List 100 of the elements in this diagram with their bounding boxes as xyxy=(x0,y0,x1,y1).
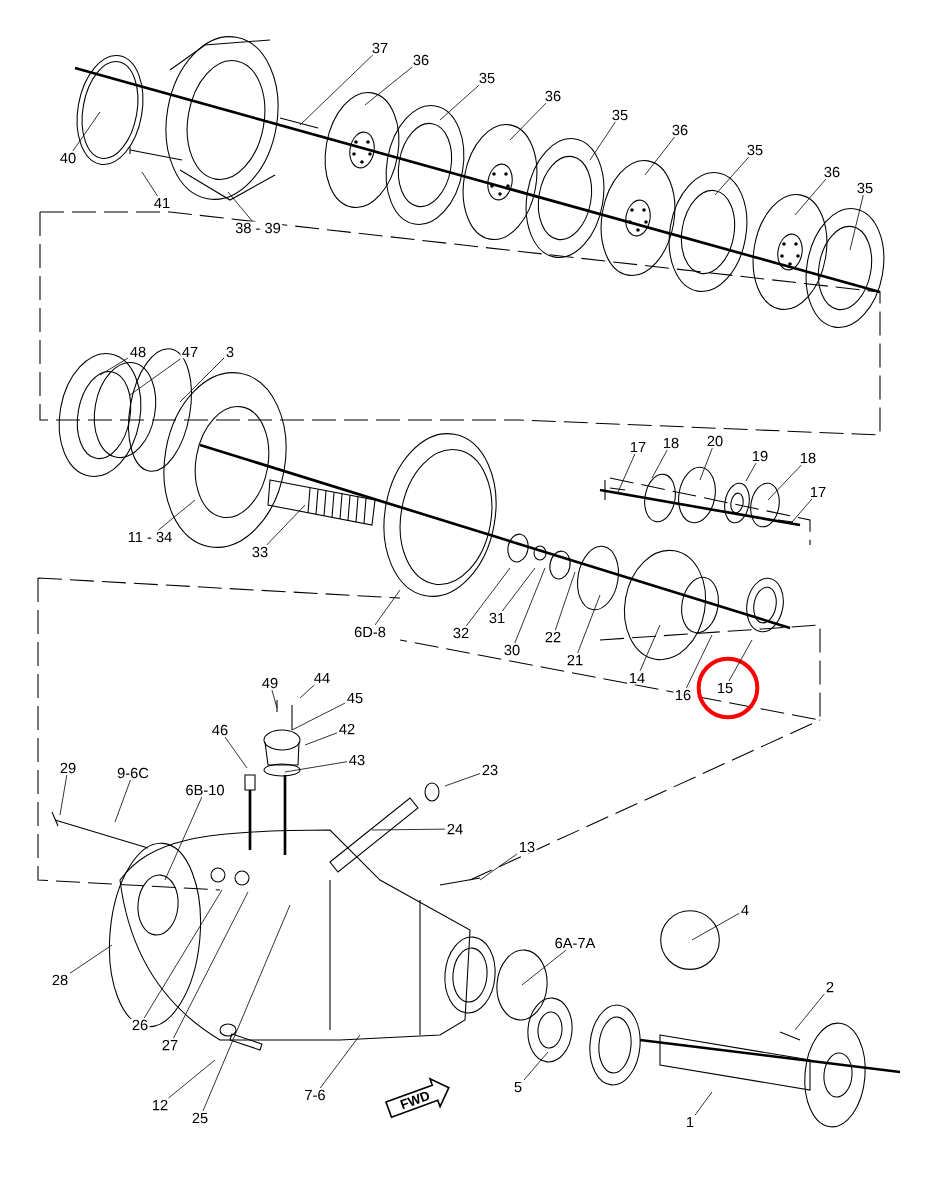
leader-line xyxy=(371,828,446,831)
leader-line xyxy=(617,453,636,493)
leader-line xyxy=(374,589,401,626)
callout-number: 18 xyxy=(661,436,681,450)
callout-number: 41 xyxy=(152,196,172,210)
leader-line xyxy=(577,594,601,654)
leader-line xyxy=(179,357,225,403)
leader-line xyxy=(639,624,661,672)
callout-number: 5 xyxy=(512,1080,524,1094)
leader-line xyxy=(523,1051,549,1081)
leader-line xyxy=(304,732,338,746)
callout-number: 30 xyxy=(502,643,522,657)
leader-line xyxy=(227,191,253,222)
callout-number: 33 xyxy=(250,545,270,559)
leader-line xyxy=(291,702,346,731)
leader-line xyxy=(794,178,827,216)
callout-number: 27 xyxy=(160,1038,180,1052)
callout-number: 28 xyxy=(50,973,70,987)
leader-line xyxy=(439,84,480,121)
callout-number: 9-6C xyxy=(115,766,151,780)
leader-line xyxy=(299,54,374,126)
callout-number: 2 xyxy=(824,980,836,994)
callout-number: 7-6 xyxy=(303,1088,327,1102)
callout-number: 49 xyxy=(260,676,280,690)
callout-number: 6A-7A xyxy=(553,936,597,950)
leader-line xyxy=(158,499,196,531)
leader-line xyxy=(794,993,825,1031)
leader-line xyxy=(745,462,757,482)
callout-number: 32 xyxy=(451,626,471,640)
leader-line xyxy=(299,684,315,699)
leader-line xyxy=(767,464,802,501)
leader-line xyxy=(143,889,223,1019)
callout-number: 3 xyxy=(224,345,236,359)
leader-line xyxy=(72,111,101,152)
callout-number: 45 xyxy=(345,691,365,705)
leader-line xyxy=(686,634,713,689)
leader-line xyxy=(509,102,547,141)
callout-number: 6B-10 xyxy=(184,783,226,797)
leader-line xyxy=(501,567,536,612)
leader-line xyxy=(728,639,753,682)
leader-line xyxy=(114,779,131,823)
leader-line xyxy=(714,156,750,196)
callout-number: 17 xyxy=(808,485,828,499)
callout-number: 38 - 39 xyxy=(233,221,283,235)
callout-number: 35 xyxy=(855,181,875,195)
callout-number: 36 xyxy=(822,165,842,179)
callout-number: 35 xyxy=(610,108,630,122)
callout-number: 11 - 34 xyxy=(126,530,174,544)
callout-number: 29 xyxy=(58,761,78,775)
leader-line xyxy=(224,736,248,769)
callout-number: 24 xyxy=(445,822,465,836)
callout-number: 15 xyxy=(715,681,735,695)
leader-line xyxy=(319,1034,361,1089)
callout-number: 37 xyxy=(370,41,390,55)
leader-line xyxy=(141,171,158,197)
callout-number: 20 xyxy=(705,434,725,448)
callout-number: 13 xyxy=(517,840,537,854)
leader-line xyxy=(589,121,616,161)
leader-line xyxy=(651,449,668,479)
leader-line xyxy=(514,567,546,644)
callout-number: 18 xyxy=(798,451,818,465)
callout-number: 35 xyxy=(477,71,497,85)
leader-line xyxy=(791,498,813,523)
leader-line xyxy=(364,66,413,106)
leader-line xyxy=(129,358,181,396)
leader-line xyxy=(202,904,291,1112)
leader-line xyxy=(59,774,68,816)
callout-number: 35 xyxy=(745,143,765,157)
callout-number: 12 xyxy=(150,1098,170,1112)
callout-number: 47 xyxy=(180,345,200,359)
leader-line xyxy=(444,773,481,787)
callout-number: 40 xyxy=(58,151,78,165)
leader-line xyxy=(465,567,511,627)
leader-line xyxy=(284,761,348,773)
callout-number: 31 xyxy=(487,611,507,625)
callout-number: 17 xyxy=(628,440,648,454)
callout-number: 1 xyxy=(684,1115,696,1129)
callout-number: 14 xyxy=(627,671,647,685)
leader-line xyxy=(644,136,675,176)
callout-number: 4 xyxy=(739,903,751,917)
leader-line xyxy=(271,689,278,709)
callout-number: 16 xyxy=(673,688,693,702)
callout-number: 19 xyxy=(750,449,770,463)
callout-number: 46 xyxy=(210,723,230,737)
leader-line xyxy=(691,912,740,941)
leader-line xyxy=(699,447,713,481)
callout-number: 43 xyxy=(347,753,367,767)
direction-sign: FWD xyxy=(384,1077,450,1119)
leader-line xyxy=(266,504,306,546)
leader-line xyxy=(168,1059,216,1099)
leader-line xyxy=(164,796,203,881)
leader-line xyxy=(69,944,113,974)
callout-number: 36 xyxy=(670,123,690,137)
leader-line xyxy=(554,571,576,631)
callout-number: 23 xyxy=(480,763,500,777)
callout-number: 36 xyxy=(411,53,431,67)
callout-number: 44 xyxy=(312,671,332,685)
callout-number: 22 xyxy=(543,630,563,644)
leader-line xyxy=(694,1091,713,1116)
callout-number: 42 xyxy=(337,722,357,736)
